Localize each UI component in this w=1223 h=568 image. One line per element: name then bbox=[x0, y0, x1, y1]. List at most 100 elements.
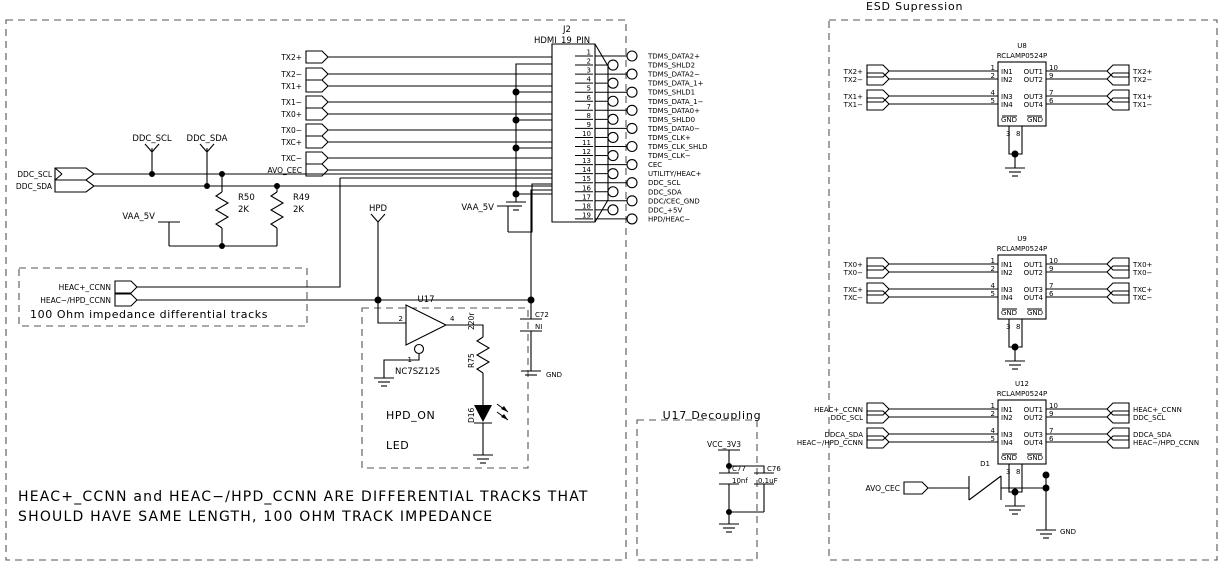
esd-in-pinnum-u12-5: 5 bbox=[991, 435, 995, 443]
port-tx0p[interactable]: TX0+ bbox=[280, 107, 553, 121]
esd-right-port-label-u8-r2: TX2− bbox=[1132, 76, 1153, 84]
netflag-hpd: HPD bbox=[369, 204, 387, 300]
netflag-ddc-sda: DDC_SDA bbox=[187, 134, 228, 189]
port-ddc-scl[interactable]: DDC_SCL bbox=[17, 167, 95, 181]
esd-in-pinnum-u8-1: 1 bbox=[991, 64, 995, 72]
led-label-hpd-on: HPD_ON bbox=[386, 409, 435, 422]
esd-in-pinnum-u12-1: 1 bbox=[991, 402, 995, 410]
buffer-u17: U17 2 4 1 NC7SZ125 bbox=[374, 295, 484, 387]
esd-right-port-u9-r2[interactable] bbox=[1106, 265, 1130, 279]
esd-ref-u8: U8 bbox=[1017, 42, 1027, 50]
esd-body-u9 bbox=[997, 254, 1047, 320]
port-heac-minus-hpd-ccnn[interactable]: HEAC−/HPD_CCNN bbox=[40, 293, 531, 307]
esd-left-port-u8-l2[interactable] bbox=[866, 72, 890, 86]
led-ref-d16: D16 bbox=[467, 407, 476, 423]
port-label-txcp: TXC+ bbox=[280, 138, 302, 147]
esd-right-port-u8-r2[interactable] bbox=[1106, 72, 1130, 86]
connector-pin-name-4: TDMS_DATA_1+ bbox=[647, 80, 704, 88]
port-tx1n[interactable]: TX1− bbox=[280, 95, 553, 109]
connector-pin-name-15: DDC_SCL bbox=[648, 179, 680, 187]
esd-right-port-u8-r4[interactable] bbox=[1106, 97, 1130, 111]
esd-out-label-u8-3: OUT3 bbox=[1024, 93, 1043, 101]
buffer-ref-u17: U17 bbox=[417, 295, 434, 305]
connector-pin-name-9: TDMS_DATA0− bbox=[647, 125, 700, 133]
esd-left-port-label-u9-l3: TXC+ bbox=[843, 286, 863, 294]
esd-right-port-label-u9-r4: TXC− bbox=[1132, 294, 1152, 302]
main-hdmi-group-box bbox=[5, 19, 627, 561]
esd-right-port-u9-r4[interactable] bbox=[1106, 290, 1130, 304]
note-line-1: HEAC+_CCNN and HEAC−/HPD_CCNN ARE DIFFER… bbox=[18, 489, 589, 505]
esd-in-pinnum-u9-1: 1 bbox=[991, 257, 995, 265]
esd-in-pinnum-u12-2: 2 bbox=[991, 410, 995, 418]
esd-out-label-u12-1: OUT1 bbox=[1024, 406, 1043, 414]
connector-contact-4 bbox=[607, 77, 619, 89]
esd-left-port-label-u8-l4: TX1− bbox=[843, 101, 864, 109]
esd-left-port-u9-l2[interactable] bbox=[866, 265, 890, 279]
connector-contact-14 bbox=[607, 168, 619, 180]
esd-in-label-u12-1: IN1 bbox=[1001, 406, 1013, 414]
shield-ground-bus bbox=[506, 63, 553, 211]
esd-ref-u12: U12 bbox=[1015, 380, 1029, 388]
heac-port-group: HEAC+_CCNN HEAC−/HPD_CCNN bbox=[40, 177, 553, 307]
connector-contact-3 bbox=[626, 68, 638, 80]
esd-left-port-u12-l4[interactable] bbox=[866, 435, 890, 449]
esd-left-port-label-u9-l2: TX0− bbox=[843, 269, 864, 277]
port-tx0n[interactable]: TX0− bbox=[280, 123, 553, 137]
esd-in-pinnum-u8-5: 5 bbox=[991, 97, 995, 105]
port-label-ddc-sda: DDC_SDA bbox=[16, 182, 53, 191]
esd-gnd-label-u9-2: GND bbox=[1027, 309, 1043, 317]
esd-left-port-label-u9-l1: TX0+ bbox=[843, 261, 864, 269]
port-heac-plus-ccnn[interactable]: HEAC+_CCNN bbox=[59, 270, 341, 294]
netflag-label-ddc-sda: DDC_SDA bbox=[187, 134, 228, 144]
port-tx2p[interactable]: TX2+ bbox=[280, 50, 553, 64]
connector-pin-number-10: 10 bbox=[582, 130, 591, 138]
esd-right-port-label-u9-r2: TX0− bbox=[1132, 269, 1153, 277]
connector-pin-name-3: TDMS_DATA2− bbox=[647, 71, 700, 79]
esd-group-box bbox=[828, 19, 1218, 561]
power-label-vaa-5v-right: VAA_5V bbox=[461, 203, 494, 213]
esd-gnd-label-u8-2: GND bbox=[1027, 116, 1043, 124]
port-txcp[interactable]: TXC+ bbox=[280, 135, 553, 149]
connector-pin-number-16: 16 bbox=[582, 184, 591, 192]
esd-in-pinnum-u8-4: 4 bbox=[991, 89, 996, 97]
esd-block-u9: U9RCLAMP0524PIN1IN2IN3IN4OUT1OUT2OUT3OUT… bbox=[843, 235, 1153, 370]
connector-pin-name-12: TDMS_CLK− bbox=[647, 152, 691, 160]
port-ddc-sda[interactable]: DDC_SDA bbox=[16, 179, 95, 193]
port-label-tx1n: TX1− bbox=[280, 98, 302, 107]
port-label-txcn: TXC− bbox=[280, 154, 302, 163]
connector-pin-number-17: 17 bbox=[582, 193, 591, 201]
esd-right-port-u12-r4[interactable] bbox=[1106, 435, 1130, 449]
esd-left-port-u12-l2[interactable] bbox=[866, 410, 890, 424]
power-label-vcc-3v3: VCC_3V3 bbox=[707, 440, 741, 449]
connector-pin-number-11: 11 bbox=[582, 139, 591, 147]
connector-contact-13 bbox=[626, 159, 638, 171]
tx-port-group: TX2+ TX2− TX1+ TX1− TX0+ bbox=[267, 50, 553, 177]
connector-pin-name-2: TDMS_SHLD2 bbox=[647, 62, 695, 70]
connector-contact-19 bbox=[626, 213, 638, 225]
esd-in-label-u8-2: IN2 bbox=[1001, 76, 1013, 84]
port-tx2n[interactable]: TX2− bbox=[280, 67, 553, 81]
esd-left-port-u8-l4[interactable] bbox=[866, 97, 890, 111]
decoupling-group-box bbox=[636, 419, 758, 561]
power-vaa-5v-right: VAA_5V bbox=[461, 183, 553, 233]
resistor-r50: R50 2K bbox=[214, 171, 255, 249]
port-tx1p[interactable]: TX1+ bbox=[280, 79, 553, 93]
connector-pin-number-3: 3 bbox=[587, 67, 591, 75]
connector-contact-18 bbox=[607, 204, 619, 216]
connector-pin-number-14: 14 bbox=[582, 166, 591, 174]
resistor-ref-r75: R75 bbox=[467, 353, 476, 368]
esd-right-port-u12-r2[interactable] bbox=[1106, 410, 1130, 424]
connector-j2[interactable]: J2 HDMI_19_PIN 1234567891011121314151617… bbox=[534, 25, 708, 225]
connector-contact-12 bbox=[607, 150, 619, 162]
connector-ref: J2 bbox=[562, 25, 571, 35]
capacitor-value-c77: 10nf bbox=[732, 477, 748, 485]
port-txcn[interactable]: TXC− bbox=[280, 151, 553, 165]
connector-contact-9 bbox=[626, 122, 638, 134]
connector-pin-name-18: DDC_+5V bbox=[648, 206, 682, 214]
esd-left-port-u9-l4[interactable] bbox=[866, 290, 890, 304]
esd-blocks: U8RCLAMP0524PIN1IN2IN3IN4OUT1OUT2OUT3OUT… bbox=[797, 42, 1199, 515]
port-avo-cec-esd[interactable]: AVO_CEC bbox=[865, 481, 929, 495]
connector-contact-17 bbox=[626, 195, 638, 207]
connector-pin-number-9: 9 bbox=[587, 121, 591, 129]
